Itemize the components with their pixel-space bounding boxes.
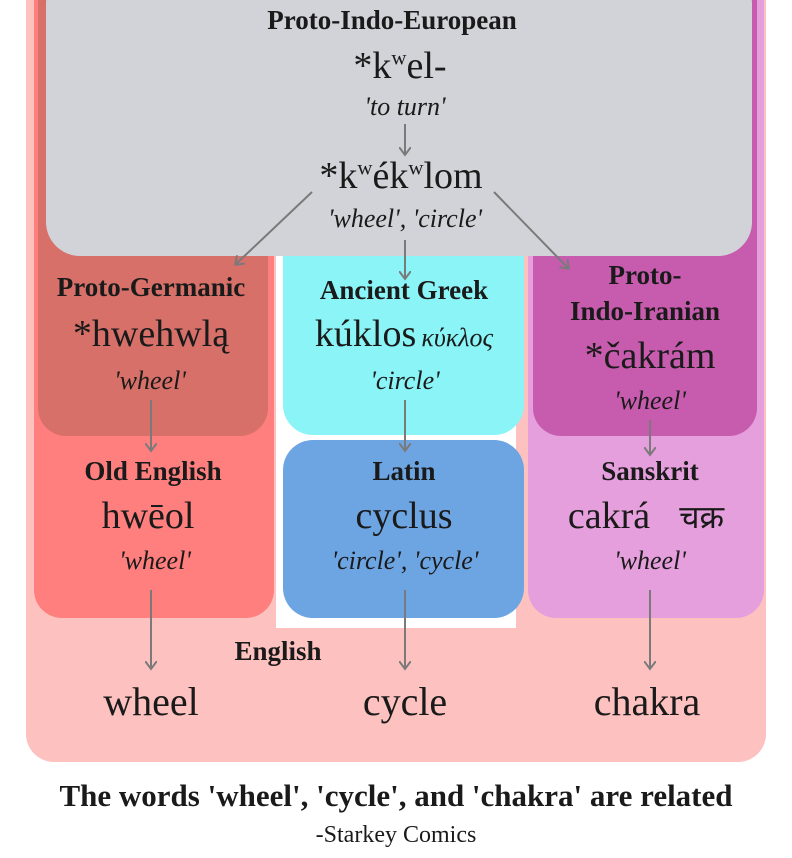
- arrow-pie-to-iranian: [493, 191, 568, 268]
- latin-word: cyclus: [355, 495, 453, 537]
- english-language: English: [234, 636, 322, 666]
- sanskrit-language: Sanskrit: [601, 456, 699, 486]
- pie-language: Proto-Indo-European: [267, 5, 517, 35]
- proto-germanic-gloss: 'wheel': [114, 366, 186, 395]
- latin-language: Latin: [372, 456, 436, 486]
- arrow-pie-to-germanic: [236, 191, 313, 264]
- ancient-greek-word: kúklos: [314, 313, 417, 355]
- old-english-language: Old English: [84, 456, 222, 486]
- sanskrit-word-row: cakrá चक्र: [530, 494, 762, 538]
- pie-word-part3: lom: [423, 155, 483, 197]
- latin-gloss: 'circle', 'cycle': [331, 546, 479, 575]
- ancient-greek-native: κύκλος: [421, 323, 494, 352]
- english-word-cycle: cycle: [362, 679, 448, 724]
- pie-root-prefix: *k: [353, 45, 392, 87]
- english-word-chakra: chakra: [593, 679, 701, 724]
- old-english-word: hwēol: [101, 495, 195, 537]
- sanskrit-word: cakrá: [567, 495, 651, 537]
- latin-box: [283, 440, 524, 618]
- caption-title: The words 'wheel', 'cycle', and 'chakra'…: [59, 778, 733, 813]
- proto-indo-iranian-word: *čakrám: [584, 335, 716, 377]
- sanskrit-native: चक्र: [679, 498, 725, 536]
- ancient-greek-word-row: kúklos κύκλος: [286, 312, 522, 356]
- proto-indo-iranian-gloss: 'wheel': [614, 386, 686, 415]
- pie-root-gloss: 'to turn': [364, 92, 446, 121]
- pie-word: *kwékwlom: [246, 154, 556, 198]
- pie-word-sup1: w: [357, 155, 373, 180]
- pie-word-part1: *k: [319, 155, 358, 197]
- old-english-gloss: 'wheel': [119, 546, 191, 575]
- pie-root-suffix: el-: [406, 45, 447, 87]
- pie-box: [46, 0, 752, 256]
- ancient-greek-language: Ancient Greek: [319, 275, 489, 305]
- pie-word-gloss: 'wheel', 'circle': [327, 204, 483, 233]
- pie-root: *kwel-: [250, 44, 550, 88]
- proto-indo-iranian-language-line2: Indo-Iranian: [569, 296, 721, 326]
- english-word-wheel: wheel: [103, 679, 199, 724]
- ancient-greek-gloss: 'circle': [370, 366, 440, 395]
- pie-word-part2: ék: [372, 155, 409, 197]
- sanskrit-gloss: 'wheel': [614, 546, 686, 575]
- caption-credit: -Starkey Comics: [315, 822, 477, 848]
- proto-germanic-word: *hwehwlą: [72, 313, 230, 355]
- proto-indo-iranian-language-line1: Proto-: [608, 260, 682, 290]
- pie-word-sup2: w: [408, 155, 424, 180]
- pie-root-sup: w: [391, 45, 407, 70]
- proto-germanic-language: Proto-Germanic: [56, 272, 246, 302]
